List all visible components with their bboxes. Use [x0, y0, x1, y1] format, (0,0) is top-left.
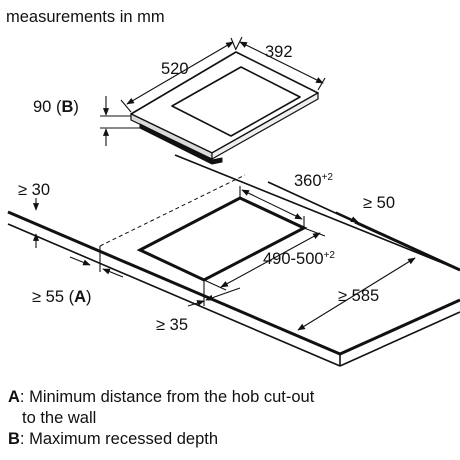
label-right-clearance: ≥ 50 — [363, 194, 395, 212]
label-ref-a: A — [74, 288, 87, 306]
hob-unit — [130, 51, 319, 165]
label-ref-b: B — [61, 98, 74, 116]
legend-b-key: B — [8, 430, 20, 448]
dim-cutout-depth-490 — [203, 227, 326, 291]
label-height-90-b: 90 (B) — [33, 98, 79, 116]
dim-height-90 — [100, 96, 140, 146]
label-55: ≥ 55 — [32, 288, 64, 306]
label-height-90: 90 — [33, 98, 52, 116]
dim-front-clearance-35 — [187, 280, 241, 307]
dim-wall-distance-55 — [69, 246, 124, 278]
legend-b: B: Maximum recessed depth — [8, 430, 218, 448]
legend-a-text-cont: to the wall — [22, 409, 97, 427]
dim-width-520 — [120, 37, 237, 113]
hob-right-face — [211, 92, 319, 160]
label-490-tolerance: +2 — [323, 250, 335, 261]
label-front-clearance: ≥ 35 — [156, 316, 188, 334]
label-wall-distance-55-a: ≥ 55 (A) — [32, 288, 92, 306]
dim-cutout-width-360 — [239, 186, 305, 228]
label-360-main: 360 — [294, 172, 322, 190]
legend-a-key: A — [8, 388, 20, 406]
units-note: measurements in mm — [6, 8, 165, 26]
label-bottom-clearance: ≥ 585 — [338, 287, 380, 305]
label-depth-392: 392 — [265, 43, 293, 61]
label-worktop-thickness: ≥ 30 — [18, 181, 50, 199]
dim-depth-392 — [235, 36, 326, 91]
legend-b-text: : Maximum recessed depth — [19, 430, 219, 448]
label-490-main: 490-500 — [263, 250, 324, 268]
label-360-tolerance: +2 — [321, 172, 333, 183]
legend-a-text: : Minimum distance from the hob cut-out — [19, 388, 315, 406]
legend-a-continued: to the wall — [22, 409, 96, 427]
legend-a: A: Minimum distance from the hob cut-out — [8, 388, 314, 406]
dim-depth-585 — [297, 257, 416, 331]
label-cutout-width-360: 360+2 — [294, 172, 333, 193]
label-width-520: 520 — [161, 60, 189, 78]
dim-right-clearance-50 — [335, 211, 359, 223]
label-cutout-depth-490: 490-500+2 — [263, 250, 335, 271]
